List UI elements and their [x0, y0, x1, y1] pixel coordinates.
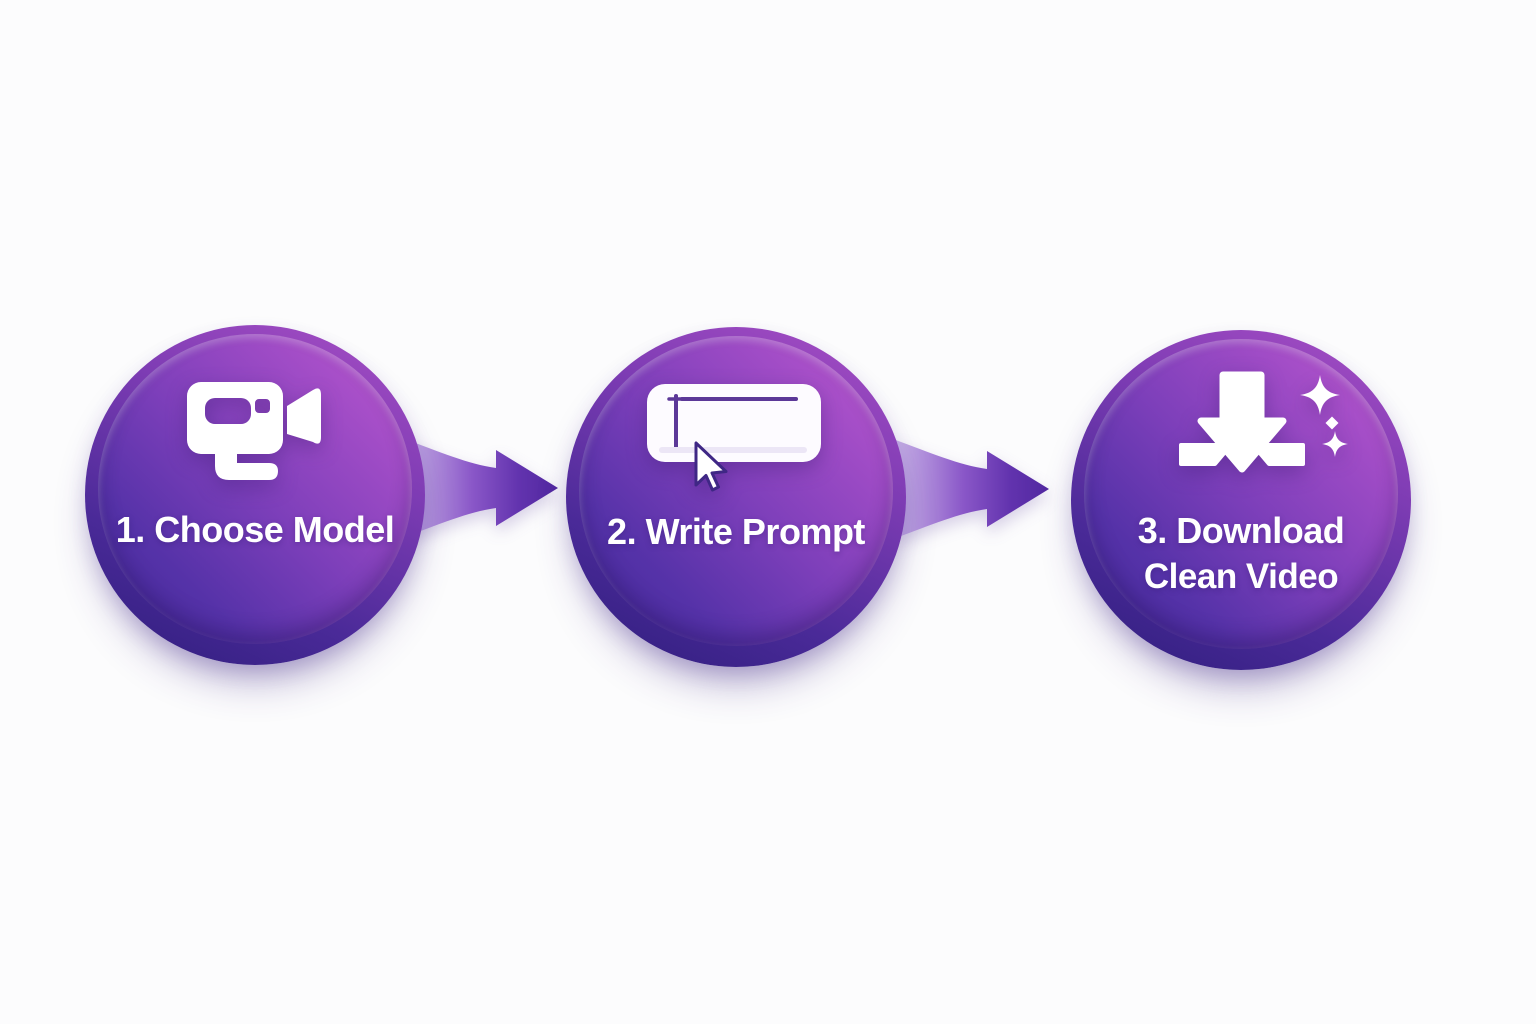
arrow-right-icon	[893, 439, 1049, 539]
step-3-badge: 3. Download Clean Video	[1071, 330, 1411, 670]
step-3-label-line1: 3. Download	[1137, 510, 1345, 551]
step-3-label-line2: Clean Video	[1143, 557, 1339, 596]
arrow-right-icon	[402, 438, 558, 538]
prompt-input-cursor-icon	[647, 384, 821, 492]
step-2-label: 2. Write Prompt	[607, 511, 865, 552]
download-sparkles-icon	[1179, 371, 1348, 473]
step-1-label: 1. Choose Model	[115, 509, 395, 550]
step-3-label: 3. Download Clean Video	[1071, 508, 1411, 600]
step-1-badge: 1. Choose Model	[85, 325, 425, 665]
video-camera-icon	[187, 382, 321, 480]
step-2-badge: 2. Write Prompt	[566, 327, 906, 667]
